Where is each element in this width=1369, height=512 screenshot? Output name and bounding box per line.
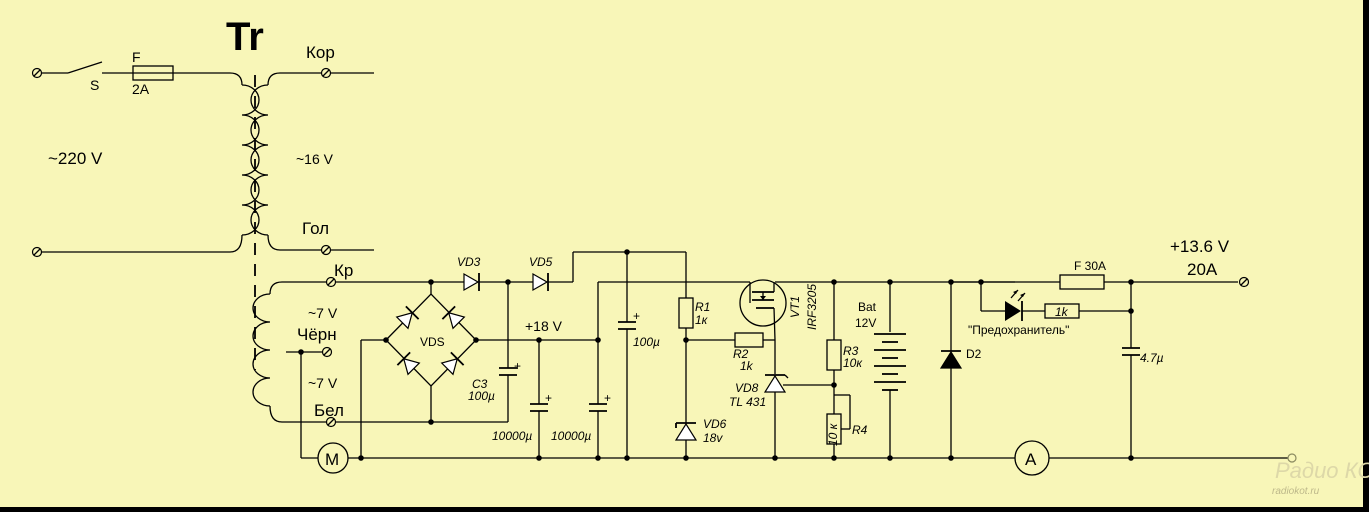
kor-label: Кор (306, 43, 335, 62)
vd8-label: VD8 (735, 381, 759, 395)
switch-s (67, 61, 103, 74)
vd5-label: VD5 (529, 255, 553, 269)
vds-label: VDS (420, 335, 445, 349)
winding-7v-label-bottom: ~7 V (308, 375, 338, 391)
output-stage: F 30A 1k "Предохранитель" 4.7µ +13.6 V 2… (951, 237, 1250, 458)
winding-16v-label: ~16 V (296, 151, 334, 167)
secondary-7v-7v: Кр Чёрн Бел ~7 V ~7 V (252, 261, 353, 459)
r3-label: R3 (843, 344, 859, 358)
vd6-label: VD6 (703, 417, 727, 431)
svg-text:+: + (514, 359, 521, 373)
terminal-out-minus (1287, 453, 1297, 463)
v18-label: +18 V (525, 318, 563, 334)
f30-label: F 30A (1074, 259, 1106, 273)
bridge-diode-2 (441, 305, 466, 330)
c-10000-a-label: 10000µ (492, 429, 532, 443)
svg-text:+: + (633, 309, 640, 323)
output-voltage: +13.6 V (1170, 237, 1230, 256)
bat-value: 12V (855, 316, 876, 330)
fuse-note: "Предохранитель" (968, 323, 1069, 337)
secondary-16v: Кор Гол ~16 V (250, 43, 374, 256)
svg-text:+: + (604, 391, 611, 405)
vt1-type: IRF3205 (805, 284, 819, 330)
c47-label: 4.7µ (1140, 351, 1164, 365)
diode-d2-group: D2 (939, 282, 982, 458)
battery-bat: Bat 12V (855, 282, 906, 458)
gol-label: Гол (302, 219, 329, 238)
primary-winding (241, 84, 260, 236)
secondary-winding-7v (252, 293, 271, 407)
switch-label: S (90, 77, 99, 93)
secondary-winding-16v (250, 84, 269, 236)
fuse-label: F (132, 49, 141, 65)
r4-value: 10 к (826, 422, 840, 446)
bridge-diode-4 (440, 351, 465, 376)
bel-label: Бел (314, 401, 344, 420)
mains-voltage-label: ~220 V (48, 149, 103, 168)
diode-vd5 (532, 272, 549, 292)
c-100-label: 100µ (633, 335, 660, 349)
r1-value: 1к (695, 313, 709, 327)
resistor-r2-group: R2 1k (733, 332, 775, 373)
watermark-url: radiokot.ru (1272, 486, 1320, 497)
c3-value: 100µ (468, 389, 495, 403)
diode-vd3 (463, 272, 480, 292)
r2-label: R2 (733, 347, 749, 361)
r-led-value: 1k (1055, 305, 1069, 319)
vd6-value: 18v (703, 431, 723, 445)
d2-label: D2 (966, 347, 982, 361)
kr-label: Кр (334, 261, 353, 280)
led-indicator (1005, 301, 1021, 321)
watermark: Радио КОТ radiokot.ru (1272, 458, 1369, 497)
c3-label: C3 (472, 377, 488, 391)
r3-value: 10к (843, 356, 863, 370)
chern-label: Чёрн (297, 325, 337, 344)
bat-label: Bat (858, 300, 877, 314)
r1-label: R1 (695, 300, 710, 314)
vd3-label: VD3 (457, 255, 481, 269)
bridge-rectifier: VDS (336, 279, 508, 458)
output-current: 20A (1187, 260, 1218, 279)
winding-7v-label-top: ~7 V (308, 305, 338, 321)
filter-caps: +18 V + 10000µ + 10000µ + 100µ (476, 252, 750, 458)
bridge-diode-3 (396, 351, 421, 376)
ammeter-label: A (1025, 450, 1037, 469)
svg-text:+: + (545, 391, 552, 405)
gate-bias: R1 1к VD6 18v (674, 297, 735, 458)
regulator-vd8: VD8 TL 431 (729, 340, 837, 458)
motor-label: M (325, 450, 339, 469)
transformer-label: Tr (226, 15, 264, 59)
fuse-rating: 2A (132, 81, 150, 97)
vd8-type: TL 431 (729, 395, 766, 409)
feedback-divider: R3 10к R4 10 к (826, 282, 868, 458)
r2-value: 1k (740, 359, 754, 373)
c-10000-b-label: 10000µ (551, 429, 591, 443)
vt1-label: VT1 (788, 296, 802, 318)
bridge-diode-1 (395, 305, 420, 330)
capacitor-c3: + C3 100µ (468, 282, 521, 422)
primary-circuit: S F 2A ~220 V Tr (31, 15, 264, 370)
top-rail: VD3 VD5 (335, 249, 687, 298)
r4-label: R4 (852, 423, 868, 437)
watermark-brand: Радио КОТ (1275, 458, 1369, 483)
